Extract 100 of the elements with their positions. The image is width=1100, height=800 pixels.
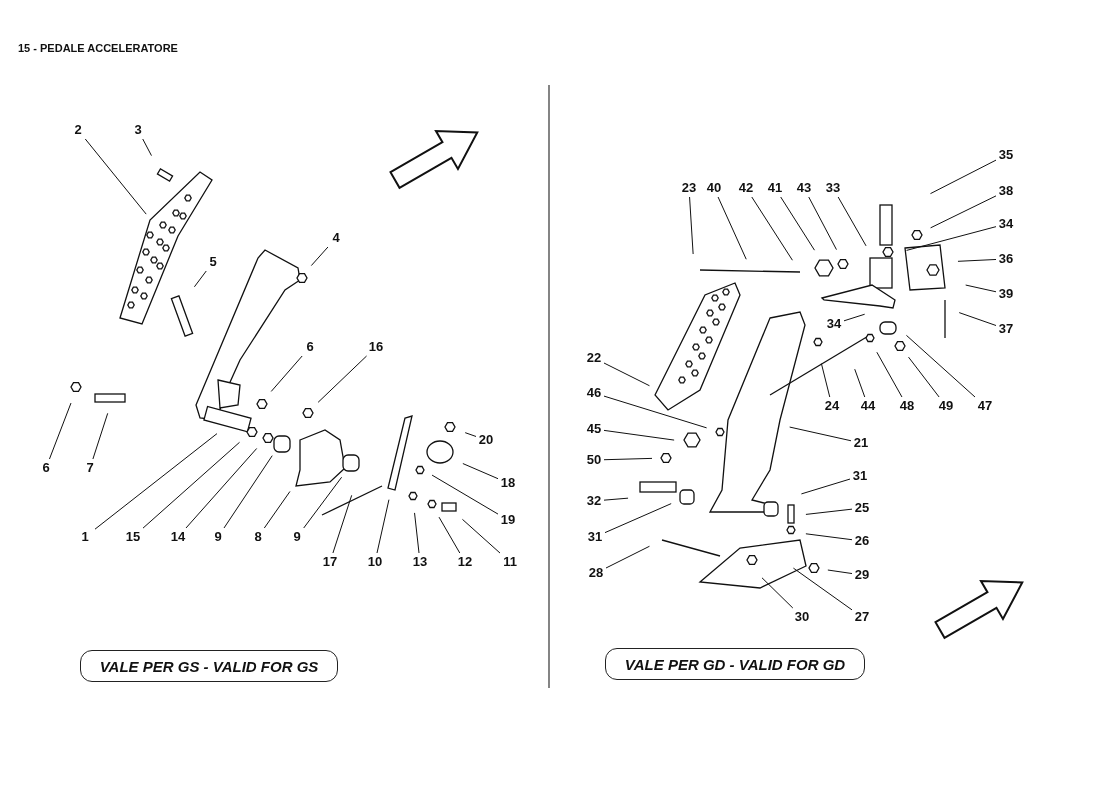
leader-line <box>48 402 72 460</box>
leader-line <box>957 259 997 262</box>
leader-line <box>792 567 853 611</box>
callout-number: 38 <box>994 183 1018 198</box>
leader-line <box>142 441 241 529</box>
callout-number: 30 <box>790 609 814 624</box>
callout-number: 24 <box>820 398 844 413</box>
callout-number: 40 <box>702 180 726 195</box>
leader-line <box>827 569 853 575</box>
callout-number: 37 <box>994 321 1018 336</box>
leader-line <box>317 355 368 403</box>
leader-line <box>603 395 708 429</box>
leader-line <box>906 226 997 251</box>
callout-number: 32 <box>582 493 606 508</box>
leader-line <box>84 138 147 215</box>
callout-number: 4 <box>324 230 348 245</box>
leader-line <box>185 447 258 529</box>
page-title: 15 - PEDALE ACCELERATORE <box>18 42 178 54</box>
callout-number: 45 <box>582 421 606 436</box>
callout-number: 34 <box>994 216 1018 231</box>
callout-number: 6 <box>298 339 322 354</box>
leader-line <box>958 312 997 326</box>
callout-number: 9 <box>206 529 230 544</box>
callout-number: 8 <box>246 529 270 544</box>
leader-line <box>603 497 629 501</box>
callout-number: 46 <box>582 385 606 400</box>
leader-line <box>223 455 273 529</box>
callout-number: 20 <box>474 432 498 447</box>
callout-number: 5 <box>201 254 225 269</box>
callout-number: 11 <box>498 554 522 569</box>
callout-number: 19 <box>496 512 520 527</box>
leader-line <box>263 490 291 529</box>
leader-line <box>462 463 499 480</box>
leader-line <box>376 499 390 554</box>
callout-number: 22 <box>582 350 606 365</box>
leader-line <box>270 355 303 392</box>
callout-number: 29 <box>850 567 874 582</box>
callout-number: 31 <box>583 529 607 544</box>
leader-line <box>820 363 831 398</box>
leader-line <box>193 270 207 288</box>
leader-line <box>876 351 903 398</box>
callout-number: 36 <box>994 251 1018 266</box>
callout-number: 13 <box>408 554 432 569</box>
leader-line <box>930 195 997 229</box>
leader-line <box>604 503 672 534</box>
callout-number: 1 <box>73 529 97 544</box>
callout-number: 34 <box>822 316 846 331</box>
leader-line <box>310 246 329 267</box>
leader-line <box>603 457 653 461</box>
leader-line <box>603 362 650 387</box>
leader-line <box>800 478 851 495</box>
leader-line <box>717 196 747 260</box>
callout-number: 33 <box>821 180 845 195</box>
callout-number: 26 <box>850 533 874 548</box>
callout-number: 7 <box>78 460 102 475</box>
leader-line <box>303 476 343 529</box>
leader-line <box>837 196 867 247</box>
callout-number: 21 <box>849 435 873 450</box>
leader-line <box>94 433 218 530</box>
callout-number: 42 <box>734 180 758 195</box>
callout-number: 18 <box>496 475 520 490</box>
leader-line <box>843 313 866 322</box>
callout-number: 6 <box>34 460 58 475</box>
callout-number: 3 <box>126 122 150 137</box>
leader-line <box>854 368 866 398</box>
leader-line <box>805 508 853 515</box>
callout-number: 31 <box>848 468 872 483</box>
leader-line <box>761 577 794 609</box>
callout-number: 16 <box>364 339 388 354</box>
callout-number: 47 <box>973 398 997 413</box>
callout-number: 35 <box>994 147 1018 162</box>
callout-number: 28 <box>584 565 608 580</box>
leader-line <box>431 474 499 515</box>
callout-number: 50 <box>582 452 606 467</box>
callout-number: 27 <box>850 609 874 624</box>
callout-number: 9 <box>285 529 309 544</box>
leader-line <box>780 196 815 251</box>
leader-line <box>142 138 152 157</box>
leader-line <box>805 533 853 541</box>
leader-line <box>603 429 675 441</box>
callout-number: 49 <box>934 398 958 413</box>
leader-line <box>438 516 461 554</box>
callout-number: 12 <box>453 554 477 569</box>
callout-number: 17 <box>318 554 342 569</box>
leader-line <box>689 196 694 255</box>
callout-number: 23 <box>677 180 701 195</box>
callout-number: 43 <box>792 180 816 195</box>
leader-line <box>464 432 477 437</box>
callout-number: 48 <box>895 398 919 413</box>
callout-number: 10 <box>363 554 387 569</box>
leader-line <box>905 334 976 398</box>
leader-line <box>751 196 793 261</box>
callout-number: 44 <box>856 398 880 413</box>
callout-number: 41 <box>763 180 787 195</box>
leader-line <box>808 196 837 251</box>
leader-line <box>965 284 997 293</box>
leader-line <box>605 545 650 569</box>
callout-number: 39 <box>994 286 1018 301</box>
leader-line <box>908 356 940 398</box>
callout-number: 25 <box>850 500 874 515</box>
